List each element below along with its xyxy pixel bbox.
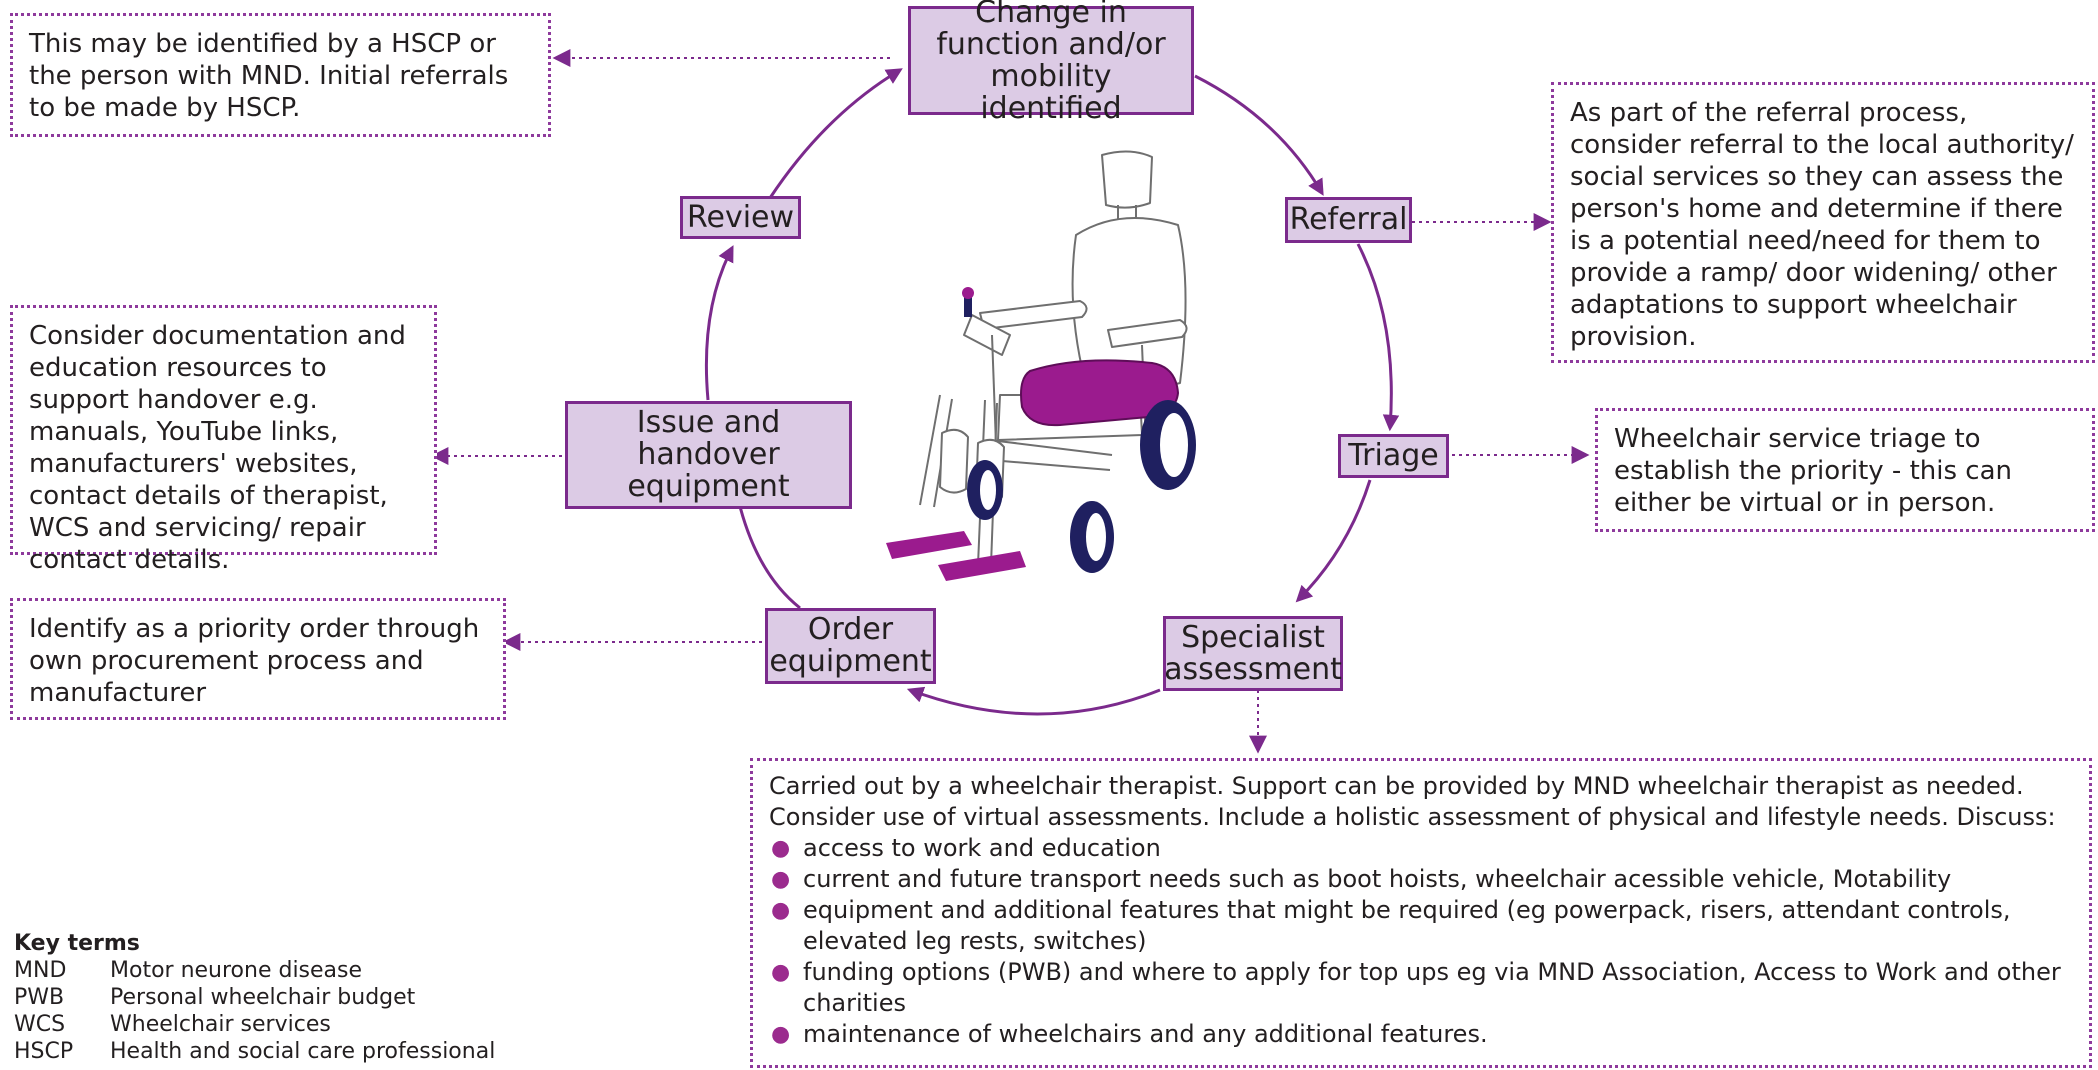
step-referral-box: Referral bbox=[1285, 197, 1412, 243]
key-terms-title: Key terms bbox=[14, 931, 140, 956]
key-term-row: PWB Personal wheelchair budget bbox=[14, 984, 495, 1011]
note-order: Identify as a priority order through own… bbox=[10, 598, 506, 720]
step-change-label: Change in function and/or mobility ident… bbox=[936, 0, 1166, 126]
key-term-row: WCS Wheelchair services bbox=[14, 1011, 495, 1038]
note-change-text: This may be identified by a HSCP or the … bbox=[29, 29, 509, 123]
note-referral: As part of the referral process, conside… bbox=[1551, 82, 2095, 363]
key-term-abbr: PWB bbox=[14, 985, 65, 1010]
note-order-text: Identify as a priority order through own… bbox=[29, 614, 480, 708]
step-order-label: Order equipment bbox=[769, 612, 932, 679]
wheelchair-icon bbox=[886, 150, 1196, 581]
key-term-text: Health and social care professional bbox=[110, 1039, 496, 1064]
key-terms: Key terms MND Motor neurone disease PWB … bbox=[14, 930, 495, 1065]
key-term-text: Personal wheelchair budget bbox=[110, 985, 416, 1010]
note-referral-text: As part of the referral process, conside… bbox=[1570, 98, 2074, 352]
step-issue-box: Issue and handover equipment bbox=[565, 401, 852, 509]
step-change-box: Change in function and/or mobility ident… bbox=[908, 0, 1194, 124]
key-term-row: MND Motor neurone disease bbox=[14, 957, 495, 984]
note-specialist-list: access to work and education current and… bbox=[769, 833, 2073, 1050]
note-triage: Wheelchair service triage to establish t… bbox=[1595, 408, 2095, 532]
key-term-abbr: WCS bbox=[14, 1012, 66, 1037]
arrow-review-to-change bbox=[768, 68, 903, 199]
list-item: maintenance of wheelchairs and any addit… bbox=[769, 1019, 2073, 1050]
note-issue-text: Consider documentation and education res… bbox=[29, 321, 406, 575]
step-referral-label: Referral bbox=[1289, 202, 1408, 237]
list-item: access to work and education bbox=[769, 833, 2073, 864]
step-specialist-box: Specialist assessment bbox=[1163, 616, 1343, 691]
note-specialist-intro: Carried out by a wheelchair therapist. S… bbox=[769, 772, 2056, 831]
note-issue: Consider documentation and education res… bbox=[10, 305, 437, 575]
key-term-text: Motor neurone disease bbox=[110, 958, 363, 983]
key-term-text: Wheelchair services bbox=[110, 1012, 331, 1037]
step-review-box: Review bbox=[680, 196, 801, 239]
step-triage-label: Triage bbox=[1348, 438, 1439, 473]
arrow-specialist-to-order bbox=[906, 686, 1161, 716]
note-change: This may be identified by a HSCP or the … bbox=[10, 13, 551, 137]
arrow-issue-to-review bbox=[704, 245, 734, 401]
key-term-row: HSCP Health and social care professional bbox=[14, 1038, 495, 1065]
list-item: current and future transport needs such … bbox=[769, 864, 2073, 895]
note-specialist: Carried out by a wheelchair therapist. S… bbox=[750, 758, 2092, 1068]
step-review-label: Review bbox=[686, 199, 795, 235]
key-term-abbr: HSCP bbox=[14, 1039, 74, 1064]
list-item: equipment and additional features that m… bbox=[769, 895, 2073, 957]
arrow-referral-to-triage bbox=[1356, 243, 1400, 432]
key-term-abbr: MND bbox=[14, 958, 67, 983]
arrow-change-to-referral bbox=[1194, 74, 1324, 196]
step-triage-box: Triage bbox=[1338, 434, 1449, 478]
list-item: funding options (PWB) and where to apply… bbox=[769, 957, 2073, 1019]
note-triage-text: Wheelchair service triage to establish t… bbox=[1614, 424, 2012, 518]
step-order-box: Order equipment bbox=[765, 608, 936, 684]
step-specialist-label: Specialist assessment bbox=[1164, 619, 1342, 687]
step-issue-label: Issue and handover equipment bbox=[627, 405, 790, 504]
arrow-triage-to-specialist bbox=[1295, 479, 1372, 603]
